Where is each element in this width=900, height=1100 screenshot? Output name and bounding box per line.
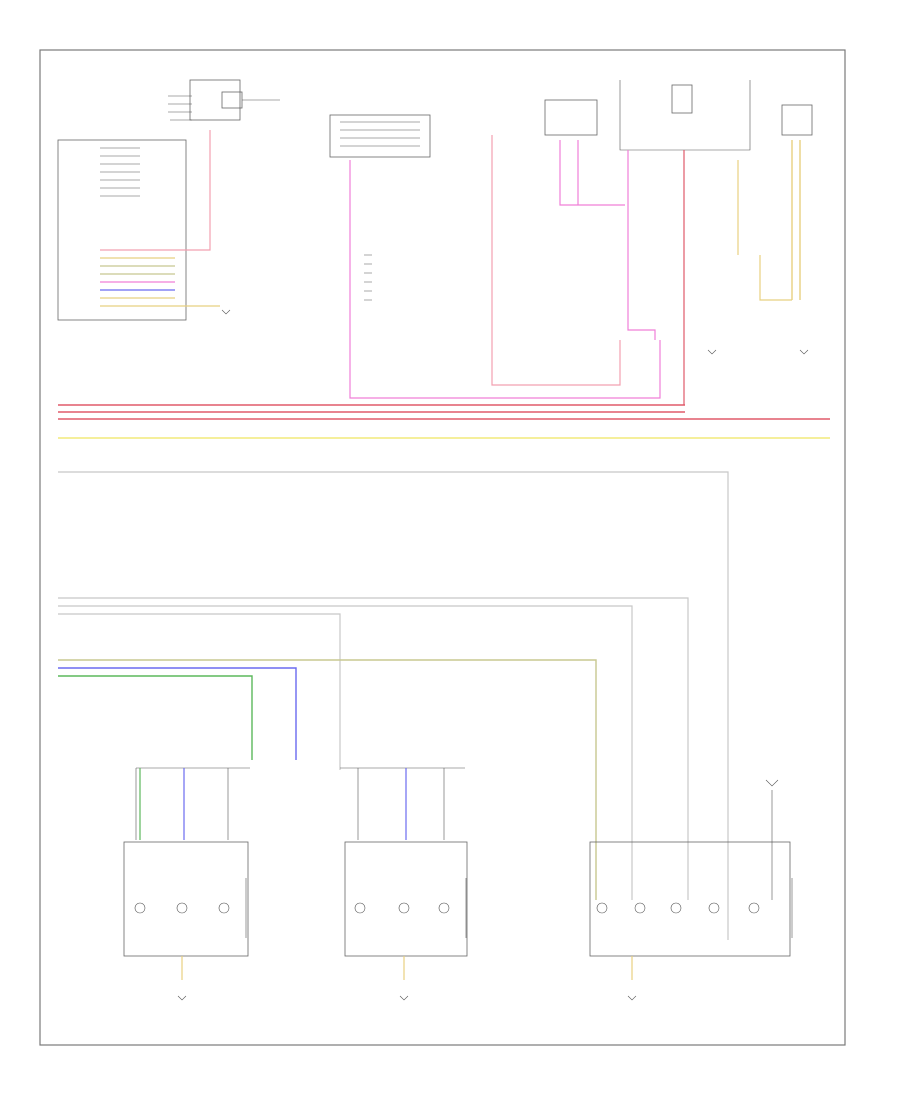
- diagram-frame: [39, 49, 846, 1046]
- bus-gray-top: [58, 471, 729, 940]
- switch-legend: [364, 254, 372, 301]
- wire-pink-center: [491, 135, 621, 386]
- wire-red-fuse-to-cluster: [100, 130, 211, 251]
- ground-symbol-left: [221, 309, 231, 315]
- switch-lower-left: [123, 767, 250, 1001]
- module-upper-right: [619, 80, 751, 405]
- wire-pink-right-vertical: [627, 150, 656, 340]
- ground-symbol-far-right: [799, 349, 809, 355]
- bus-gray-3: [58, 613, 341, 770]
- bus-olive: [58, 659, 597, 900]
- right-sensor-module: [737, 104, 813, 301]
- switch-lower-middle: [340, 767, 468, 1001]
- bus-blue: [58, 667, 297, 760]
- ground-symbol-mid-right: [707, 349, 717, 355]
- bus-gray-2: [58, 605, 633, 900]
- control-module-top-right: [544, 99, 625, 206]
- instrument-cluster-module: [57, 139, 187, 321]
- cluster-wire-stubs: [100, 257, 220, 307]
- switch-lower-right: [589, 779, 793, 1001]
- bus-green: [58, 675, 253, 760]
- central-switch-module: [329, 114, 431, 158]
- wire-pink-switch: [349, 160, 661, 399]
- fuse-box-top-left: [168, 79, 280, 121]
- bus-gray-1: [58, 597, 689, 900]
